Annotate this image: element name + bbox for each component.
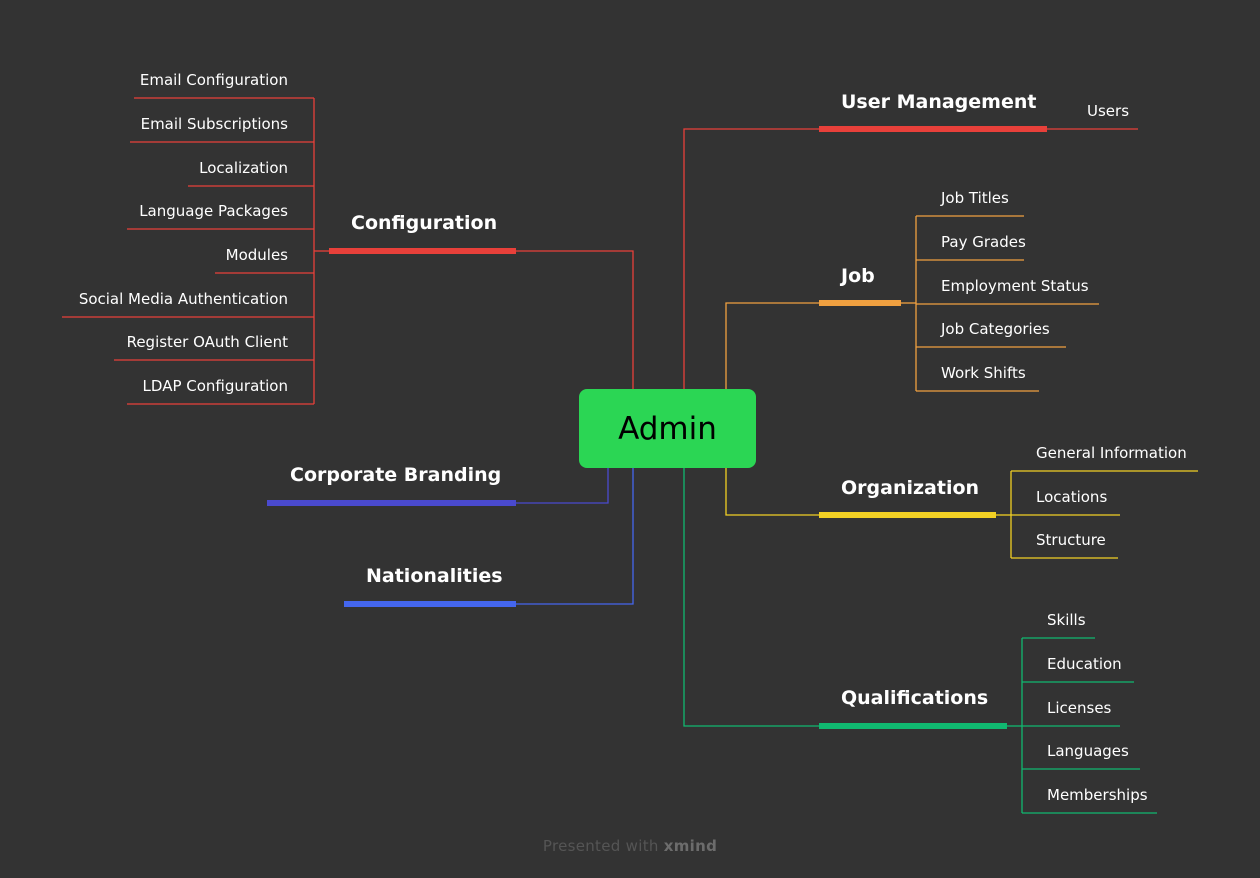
leaf-licenses[interactable]: Licenses xyxy=(1047,699,1112,717)
connector-root-corporate-branding xyxy=(516,468,609,504)
branch-configuration[interactable]: Configuration xyxy=(351,212,498,234)
leaf-education[interactable]: Education xyxy=(1047,655,1122,673)
leaf-locations[interactable]: Locations xyxy=(1036,488,1108,506)
leaf-social-media-authentication[interactable]: Social Media Authentication xyxy=(78,290,288,308)
branch-user-management[interactable]: User Management xyxy=(841,91,1037,113)
leaf-general-information[interactable]: General Information xyxy=(1036,444,1187,462)
leaf-modules[interactable]: Modules xyxy=(225,246,288,264)
leaf-job-titles[interactable]: Job Titles xyxy=(941,189,1009,207)
leaf-language-packages[interactable]: Language Packages xyxy=(139,202,288,220)
leaf-languages[interactable]: Languages xyxy=(1047,742,1129,760)
branch-job[interactable]: Job xyxy=(841,265,875,287)
leaf-register-oauth-client[interactable]: Register OAuth Client xyxy=(126,333,288,351)
connector-root-organization xyxy=(725,468,819,516)
leaf-job-categories[interactable]: Job Categories xyxy=(941,320,1050,338)
root-node-admin[interactable]: Admin xyxy=(579,389,756,468)
branch-nationalities[interactable]: Nationalities xyxy=(366,565,503,587)
leaf-work-shifts[interactable]: Work Shifts xyxy=(941,364,1026,382)
leaf-pay-grades[interactable]: Pay Grades xyxy=(941,233,1026,251)
connector-root-job xyxy=(725,302,819,389)
leaf-structure[interactable]: Structure xyxy=(1036,531,1106,549)
connector-root-qualifications xyxy=(683,468,819,727)
leaf-ldap-configuration[interactable]: LDAP Configuration xyxy=(142,377,288,395)
leaf-email-configuration[interactable]: Email Configuration xyxy=(139,71,288,89)
footer-credit: Presented with xmind xyxy=(0,837,1260,855)
branch-qualifications[interactable]: Qualifications xyxy=(841,687,989,709)
connector-root-configuration xyxy=(516,250,634,389)
leaf-memberships[interactable]: Memberships xyxy=(1047,786,1148,804)
branch-organization[interactable]: Organization xyxy=(841,477,980,499)
leaf-users[interactable]: Users xyxy=(1087,102,1130,120)
leaf-localization[interactable]: Localization xyxy=(199,159,288,177)
leaf-skills[interactable]: Skills xyxy=(1047,611,1086,629)
footer-brand: xmind xyxy=(663,837,718,855)
branch-corporate-branding[interactable]: Corporate Branding xyxy=(290,464,502,486)
leaf-email-subscriptions[interactable]: Email Subscriptions xyxy=(140,115,288,133)
connector-root-user-management xyxy=(683,128,819,389)
footer-prefix: Presented with xyxy=(542,837,659,855)
connector-root-nationalities xyxy=(516,468,634,605)
leaf-employment-status[interactable]: Employment Status xyxy=(941,277,1089,295)
